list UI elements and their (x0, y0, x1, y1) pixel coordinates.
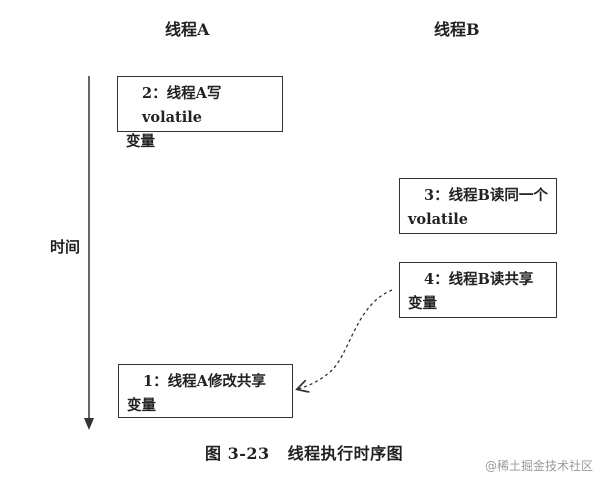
box-line: 变量 (408, 295, 437, 312)
box-thread-b-read-shared: 4：线程B读共享 变量 (399, 262, 557, 318)
box-line: 变量 (127, 397, 156, 414)
box-line: 1：线程A修改共享 (143, 373, 266, 390)
box-line: 3：线程B读同一个 (424, 187, 548, 204)
box-line: 变量 (126, 133, 155, 150)
figure-caption: 图 3-23 线程执行时序图 (205, 440, 403, 464)
box-thread-a-write-volatile: 2：线程A写volatile 变量 (117, 76, 283, 150)
box-line: volatile (408, 211, 468, 228)
time-axis-arrowhead (84, 418, 94, 430)
box-thread-a-modify-shared: 1：线程A修改共享 变量 (118, 364, 293, 418)
column-header-thread-b: 线程B (434, 20, 480, 39)
time-axis-label: 时间 (50, 238, 81, 256)
figure-number: 图 3-23 (205, 444, 270, 463)
watermark: @稀土掘金技术社区 (485, 459, 594, 473)
box-line: 2：线程A写volatile (142, 85, 222, 126)
figure-title: 线程执行时序图 (287, 444, 404, 463)
column-header-thread-a: 线程A (165, 20, 210, 39)
box-thread-b-read-volatile: 3：线程B读同一个 volatile (399, 178, 557, 234)
box-line: 4：线程B读共享 (424, 271, 534, 288)
happens-before-dashed-arrow (298, 289, 393, 389)
